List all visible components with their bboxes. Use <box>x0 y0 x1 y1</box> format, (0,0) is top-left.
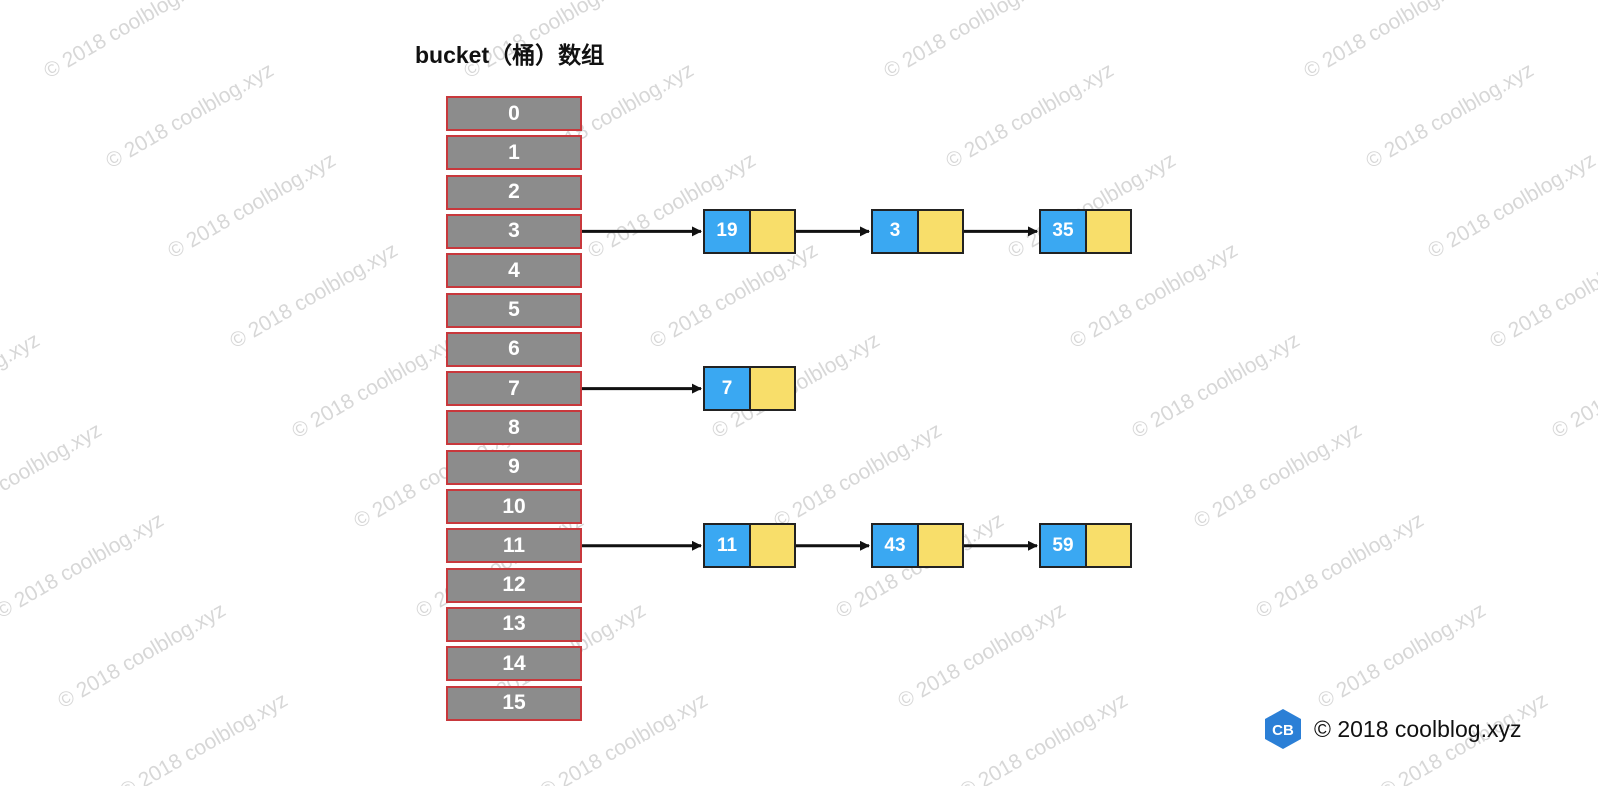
list-node-3: 3 <box>871 208 964 254</box>
bucket-1: 1 <box>446 135 582 171</box>
node-key: 35 <box>1039 208 1086 254</box>
bucket-3: 3 <box>446 213 582 249</box>
node-key: 11 <box>703 523 750 569</box>
node-key: 19 <box>703 208 750 254</box>
node-key: 7 <box>703 366 750 412</box>
list-node-35: 35 <box>1039 208 1132 254</box>
svg-text:CB: CB <box>1272 722 1294 739</box>
node-next-pointer <box>750 523 796 569</box>
bucket-13: 13 <box>446 606 582 642</box>
list-node-43: 43 <box>871 523 964 569</box>
bucket-15: 15 <box>446 685 582 721</box>
bucket-14: 14 <box>446 646 582 682</box>
bucket-12: 12 <box>446 567 582 603</box>
node-next-pointer <box>918 523 964 569</box>
node-key: 43 <box>871 523 918 569</box>
bucket-8: 8 <box>446 410 582 446</box>
bucket-2: 2 <box>446 174 582 210</box>
bucket-0: 0 <box>446 96 582 131</box>
bucket-7: 7 <box>446 371 582 407</box>
node-next-pointer <box>1086 208 1132 254</box>
list-node-59: 59 <box>1039 523 1132 569</box>
brand: CB © 2018 coolblog.xyz <box>1262 708 1521 750</box>
bucket-5: 5 <box>446 292 582 328</box>
coolblog-logo-icon: CB <box>1265 709 1301 749</box>
list-node-11: 11 <box>703 523 796 569</box>
node-key: 3 <box>871 208 918 254</box>
list-node-7: 7 <box>703 366 796 412</box>
node-next-pointer <box>750 208 796 254</box>
bucket-6: 6 <box>446 331 582 367</box>
node-key: 59 <box>1039 523 1086 569</box>
brand-text: © 2018 coolblog.xyz <box>1314 715 1522 742</box>
node-next-pointer <box>750 366 796 412</box>
node-next-pointer <box>918 208 964 254</box>
bucket-10: 10 <box>446 489 582 524</box>
bucket-11: 11 <box>446 528 582 564</box>
list-node-19: 19 <box>703 208 796 254</box>
bucket-9: 9 <box>446 449 582 485</box>
diagram-title: bucket（桶）数组 <box>415 42 605 68</box>
node-next-pointer <box>1086 523 1132 569</box>
bucket-4: 4 <box>446 253 582 289</box>
